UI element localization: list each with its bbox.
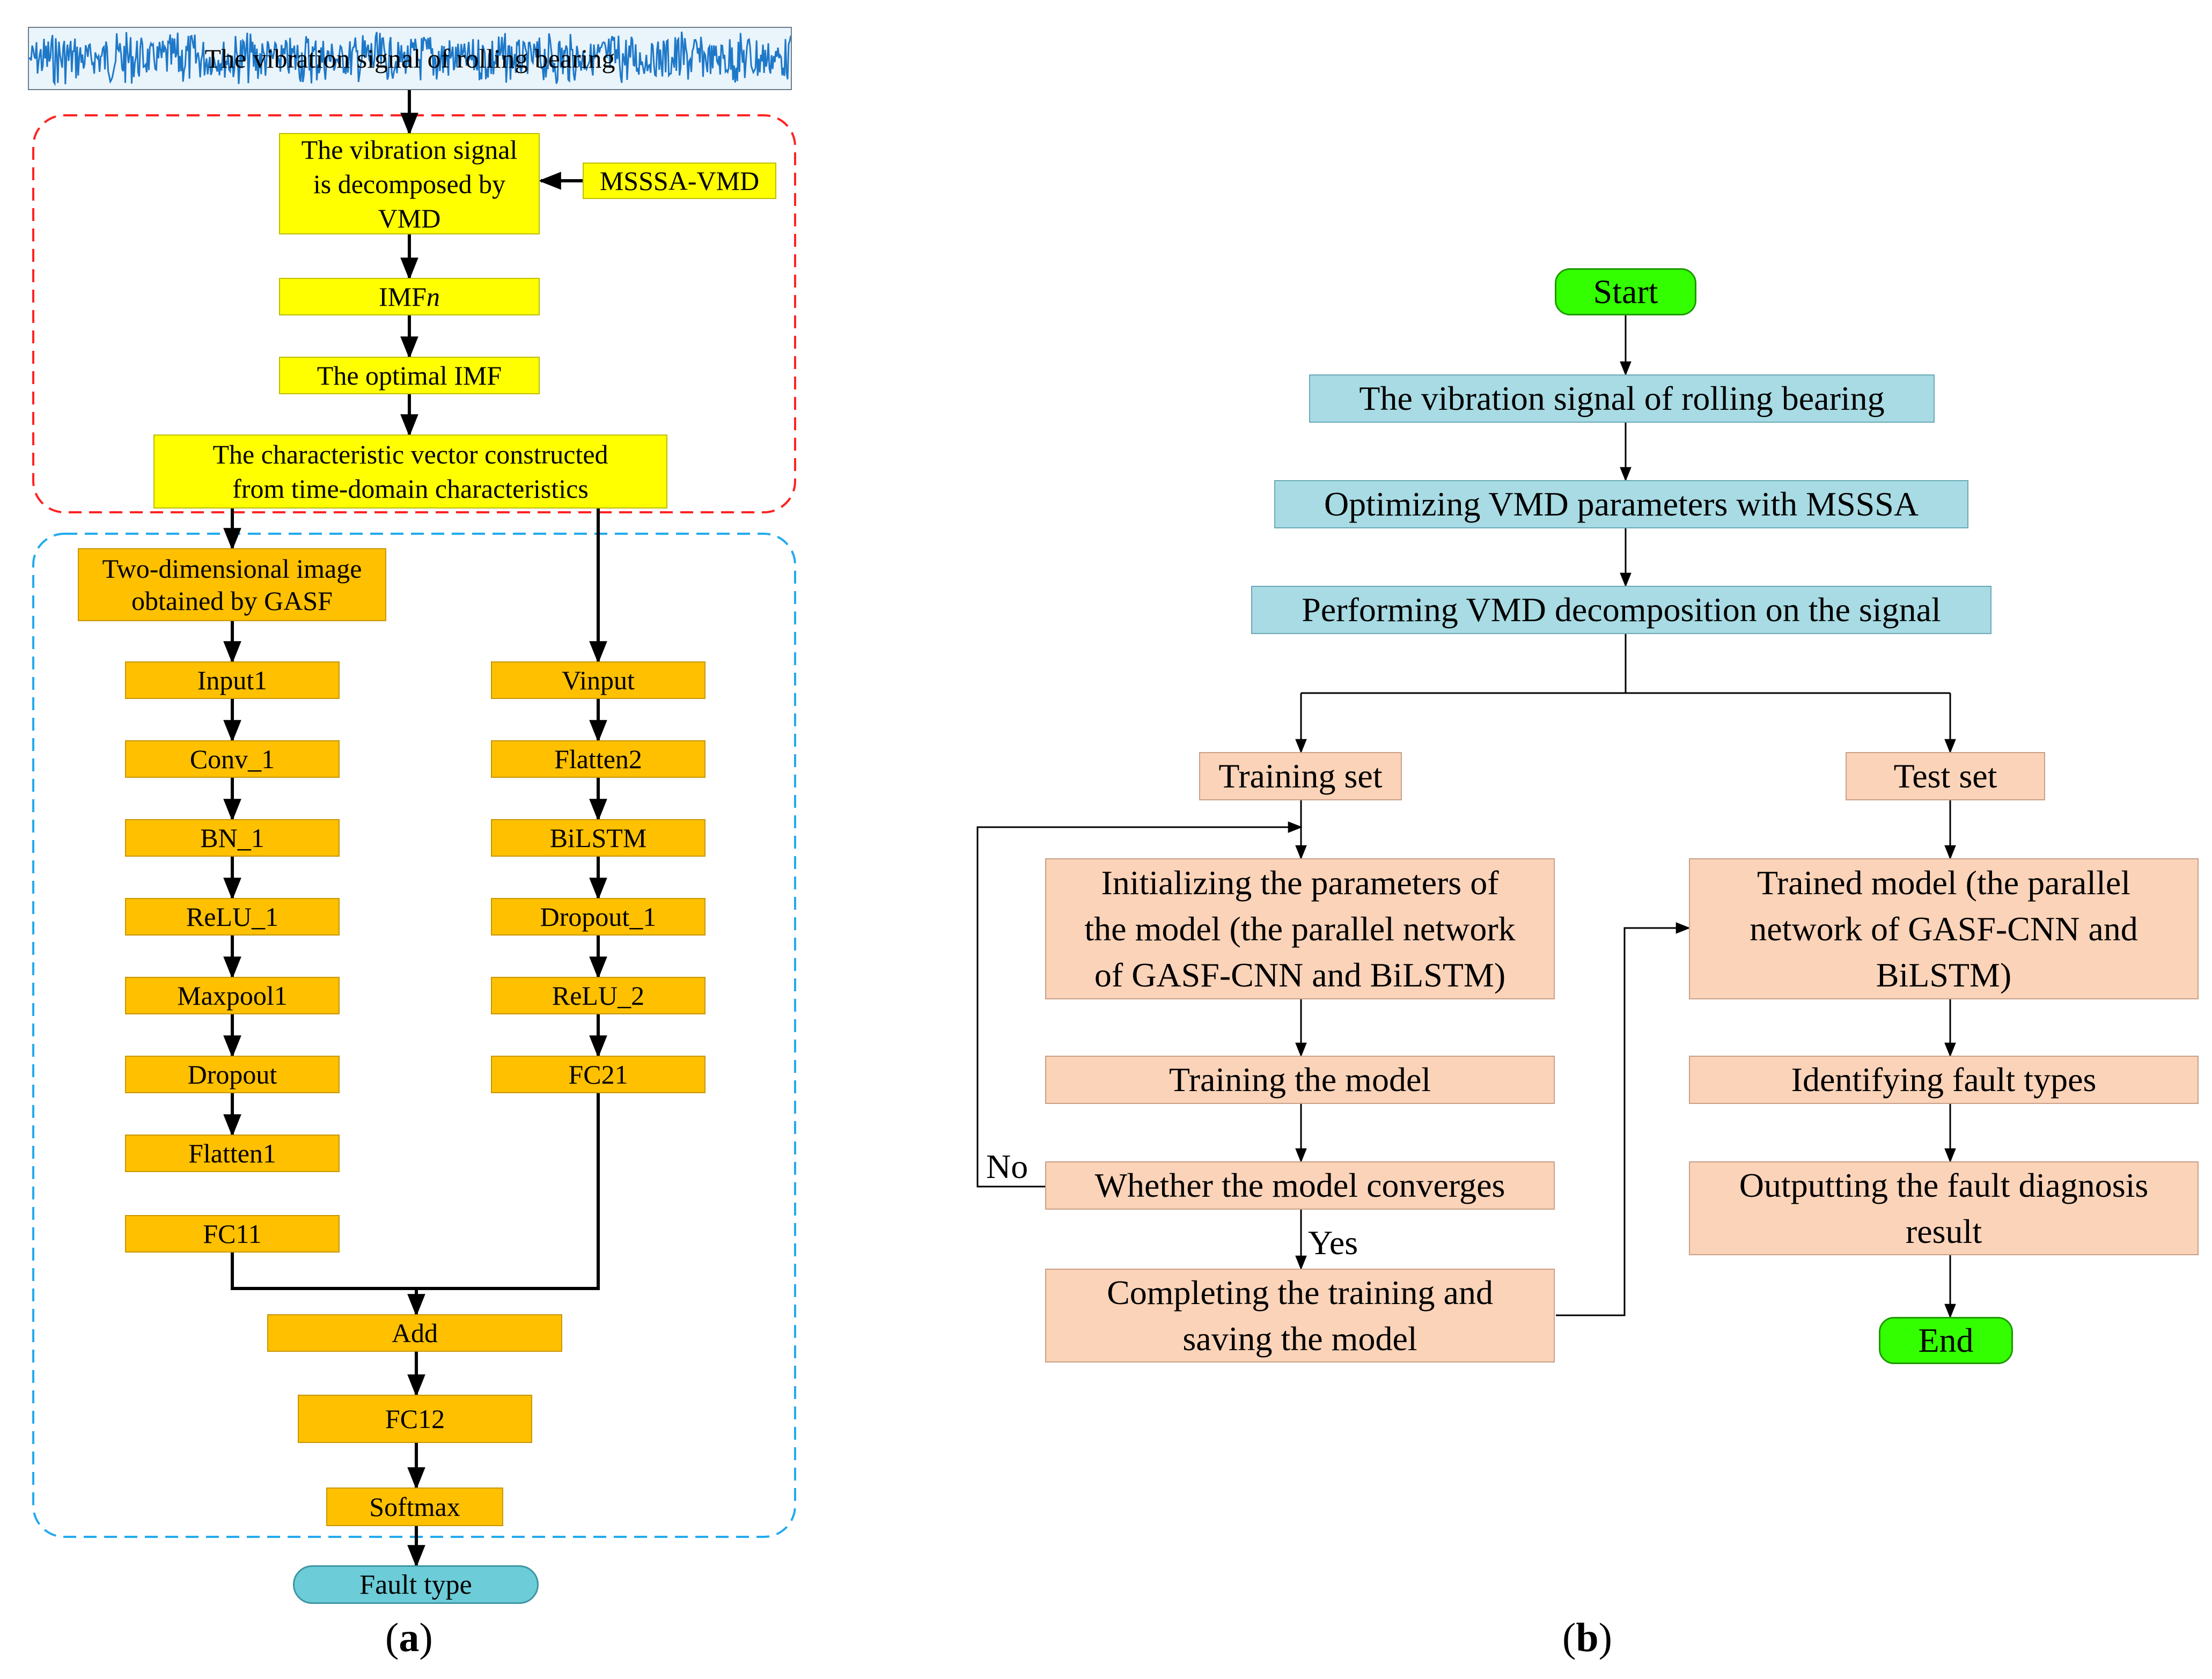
cnn-layer-bn-1: BN_1 (125, 819, 340, 857)
bilstm-layer-dropout-1: Dropout_1 (491, 898, 706, 936)
caption-a: (a) (385, 1615, 433, 1660)
cnn-layer-dropout: Dropout (125, 1056, 340, 1093)
start-terminal: Start (1555, 268, 1696, 315)
characteristic-vector-box: The characteristic vector constructed fr… (153, 435, 667, 509)
network-region (32, 533, 796, 1538)
bilstm-layer-fc21: FC21 (491, 1056, 706, 1093)
converges-box: Whether the model converges (1045, 1161, 1555, 1210)
signal-label: The vibration signal of rolling bearing (204, 43, 615, 73)
cnn-layer-maxpool1: Maxpool1 (125, 977, 340, 1014)
cnn-layer-conv-1: Conv_1 (125, 740, 340, 778)
imf-italic-n: n (426, 282, 440, 312)
bilstm-layer-vinput: Vinput (491, 661, 706, 699)
identifying-box: Identifying fault types (1689, 1056, 2199, 1104)
cnn-layer-relu-1: ReLU_1 (125, 898, 340, 936)
init-parameters-box: Initializing the parameters of the model… (1045, 858, 1555, 999)
cnn-layer-input1: Input1 (125, 661, 340, 699)
gasf-image-box: Two-dimensional image obtained by GASF (78, 548, 386, 621)
bilstm-layer-relu-2: ReLU_2 (491, 977, 706, 1014)
training-set-box: Training set (1199, 752, 1402, 800)
optimal-imf-box: The optimal IMF (279, 357, 540, 394)
caption-b: (b) (1562, 1615, 1612, 1660)
completing-box: Completing the training and saving the m… (1045, 1269, 1555, 1363)
imf-prefix: IMF (379, 282, 427, 312)
step-vmd-decomposition: Performing VMD decomposition on the sign… (1251, 586, 1991, 634)
training-model-box: Training the model (1045, 1056, 1555, 1104)
outputting-box: Outputting the fault diagnosis result (1689, 1161, 2199, 1255)
bilstm-layer-flatten2: Flatten2 (491, 740, 706, 778)
cnn-layer-flatten1: Flatten1 (125, 1135, 340, 1172)
trained-model-box: Trained model (the parallel network of G… (1689, 858, 2199, 999)
bilstm-layer-bilstm: BiLSTM (491, 819, 706, 857)
step-vibration-signal: The vibration signal of rolling bearing (1309, 374, 1935, 423)
add-box: Add (267, 1314, 562, 1352)
fault-type-terminal: Fault type (293, 1565, 539, 1604)
end-terminal: End (1879, 1317, 2013, 1364)
msssa-vmd-box: MSSSA-VMD (583, 163, 776, 199)
step-optimize-vmd: Optimizing VMD parameters with MSSSA (1274, 480, 1968, 528)
softmax-box: Softmax (326, 1487, 503, 1526)
vibration-signal-box: The vibration signal of rolling bearing (28, 27, 792, 90)
fc12-box: FC12 (298, 1395, 532, 1443)
vibration-waveform (29, 31, 791, 86)
no-label: No (986, 1147, 1028, 1185)
cnn-layer-fc11: FC11 (125, 1215, 340, 1253)
yes-label: Yes (1308, 1224, 1358, 1262)
test-set-box: Test set (1846, 752, 2045, 800)
vmd-decompose-box: The vibration signal is decomposed by VM… (279, 133, 540, 234)
